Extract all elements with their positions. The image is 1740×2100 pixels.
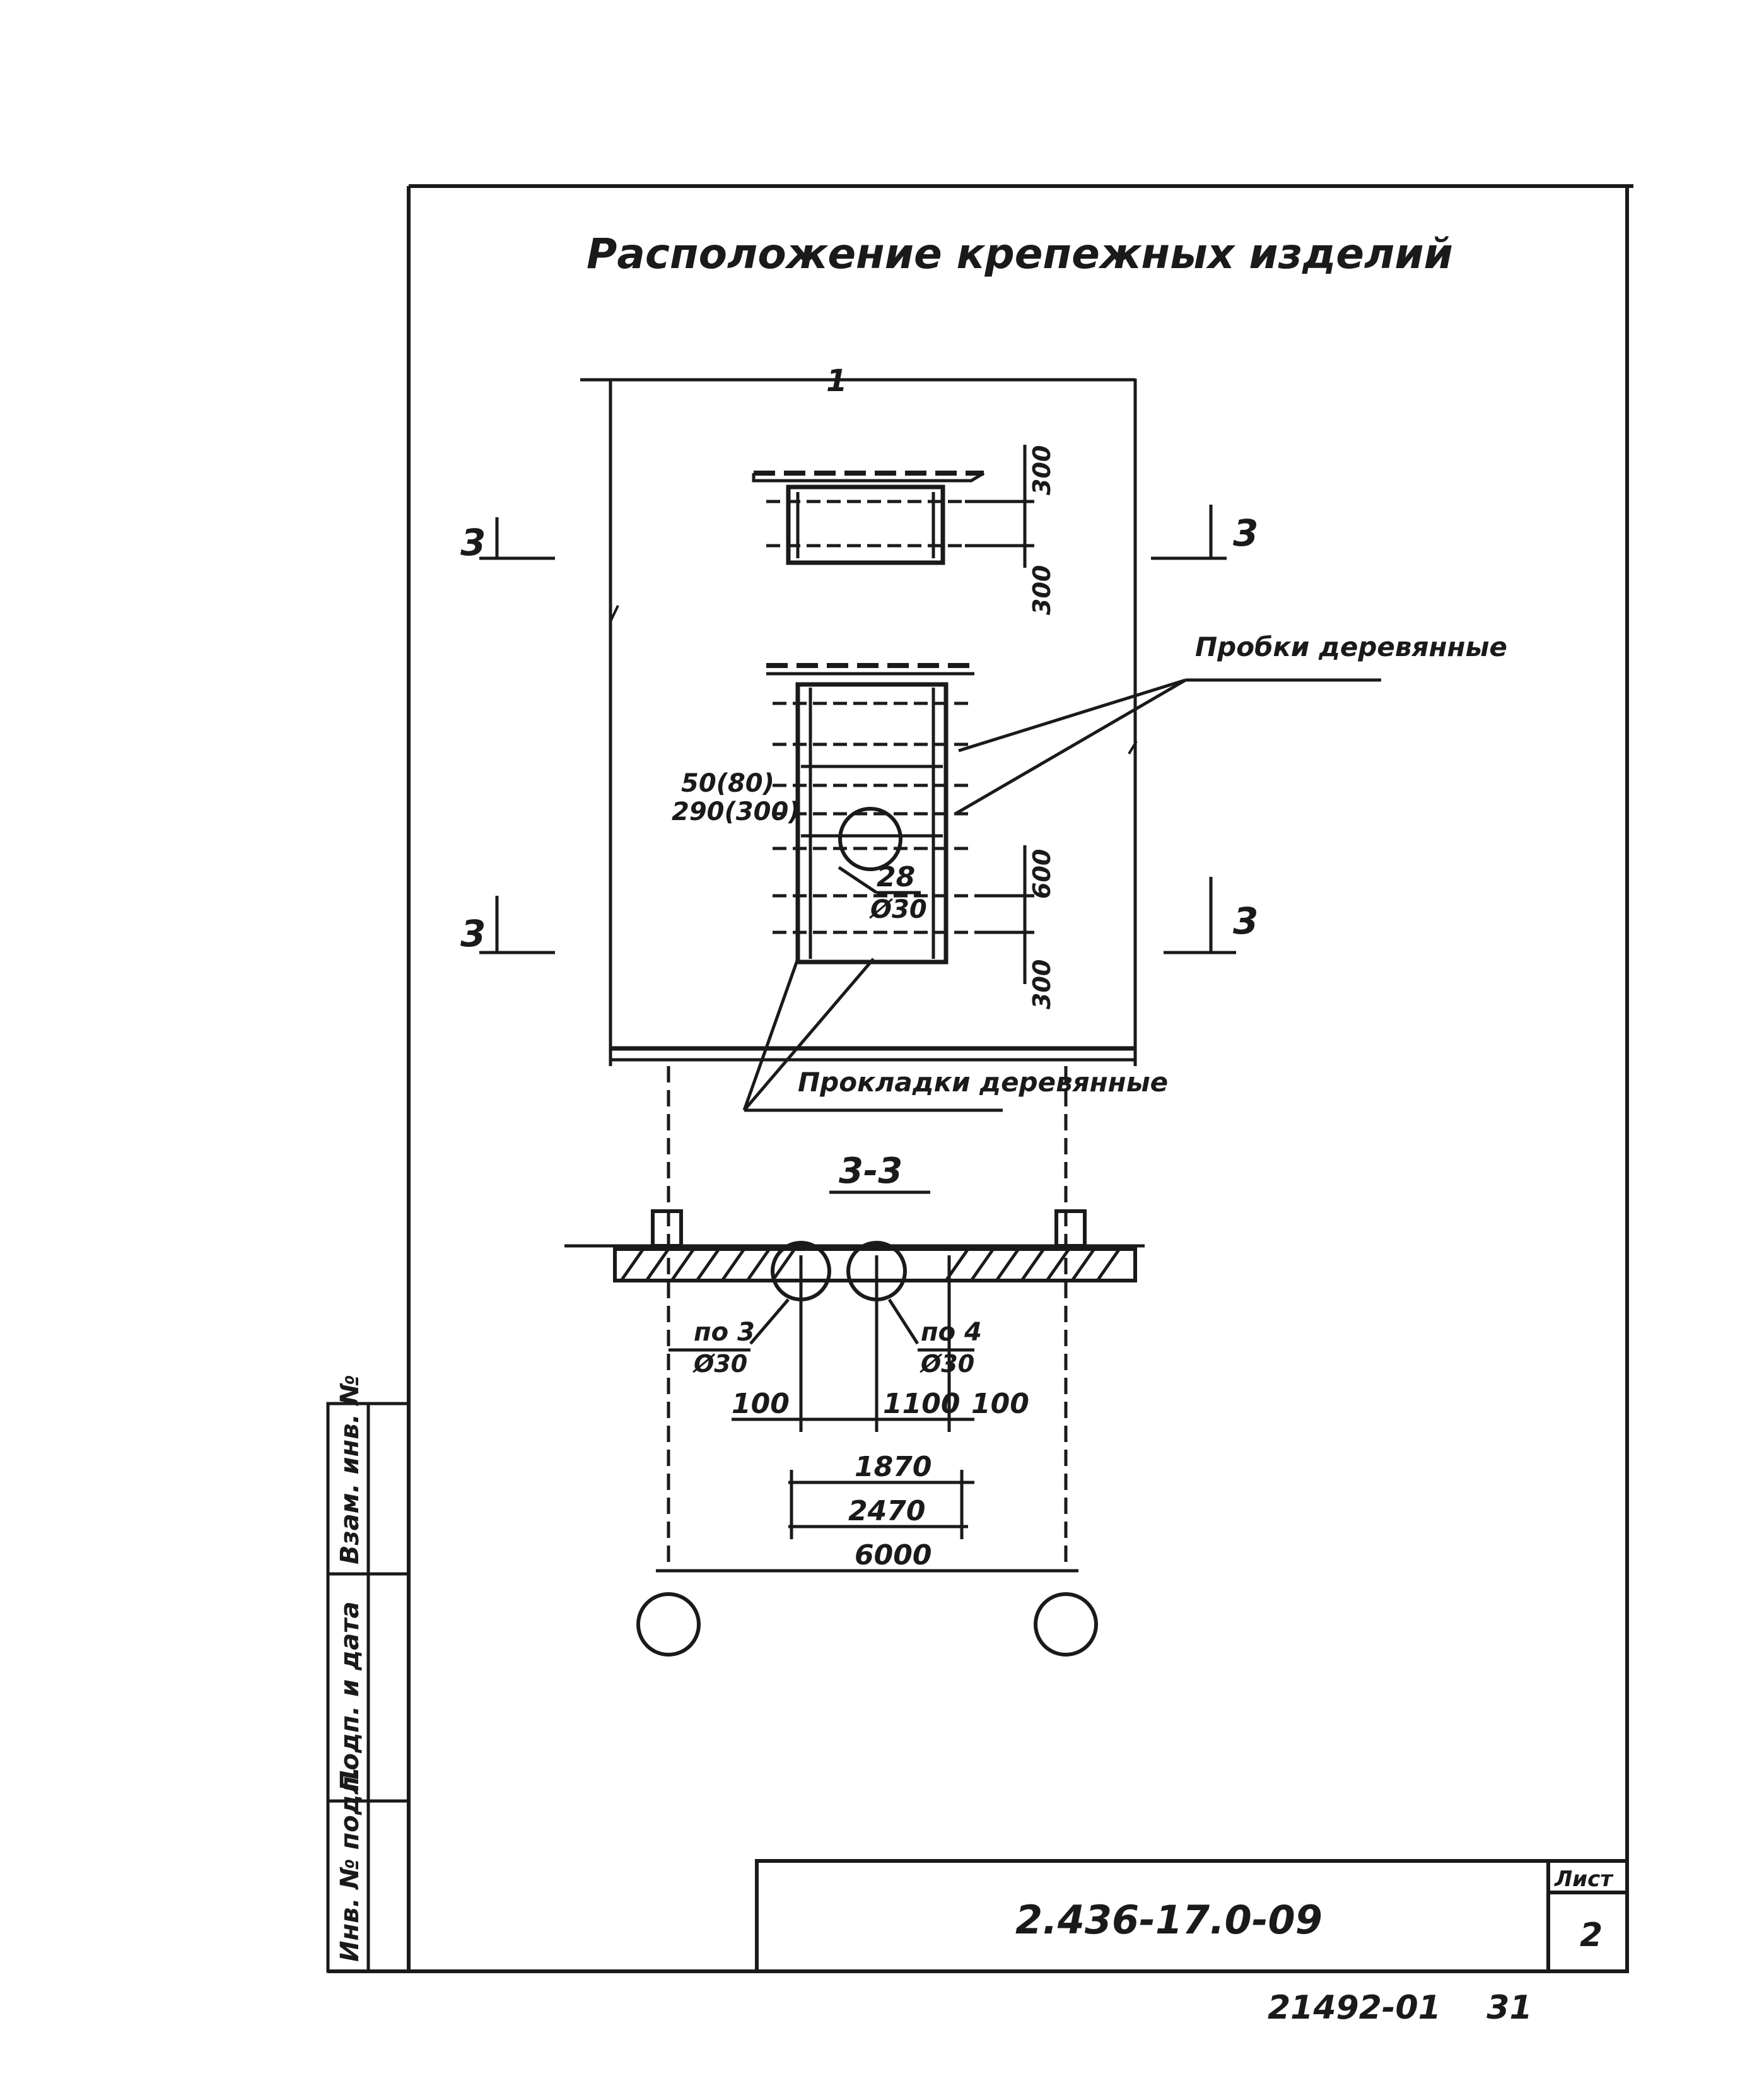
pos3-size: Ø30 [692, 1350, 747, 1378]
doc-code: 2.436-17.0-09 [1015, 1897, 1323, 1943]
label-pads: Прокладки деревянные [798, 1067, 1168, 1098]
dim-1870: 1870 [855, 1451, 931, 1483]
dim-top-b: 300 [1028, 565, 1056, 615]
dim-100-right: 100 [971, 1388, 1029, 1420]
plan-view [479, 378, 1381, 1112]
dim-right-a: 600 [1028, 849, 1056, 899]
section-mark-bl: 3 [460, 912, 486, 955]
footer-code: 21492-01 31 [1268, 1989, 1533, 2027]
section-mark-tr: 3 [1233, 512, 1258, 554]
side-stamp-repl: Взам. инв. № [336, 1375, 365, 1564]
dim-right-b: 300 [1028, 959, 1056, 1009]
side-stamp-inv: Инв. № подл. [336, 1766, 365, 1962]
section-mark-tl: 3 [460, 521, 486, 564]
sheet-number: 2 [1580, 1916, 1603, 1954]
drawing-title: Расположение крепежных изделий [587, 230, 1453, 278]
pos4-label: по 4 [921, 1318, 982, 1347]
pos4-size: Ø30 [920, 1350, 974, 1378]
dim-1100: 1100 [883, 1388, 960, 1420]
pos3-label: по 3 [694, 1318, 755, 1347]
section-view [564, 1066, 1145, 1657]
dim-top-a: 300 [1028, 445, 1056, 495]
side-stamp [326, 1402, 411, 1973]
section-title: 3-3 [839, 1151, 902, 1192]
title-block [755, 1859, 1629, 1973]
dim-mid-b: 290(300) [672, 797, 800, 826]
pos-size: Ø30 [869, 895, 927, 924]
axis-mark-top: 1 [826, 363, 847, 399]
sheet-label: Лист [1554, 1867, 1614, 1892]
dim-2470: 2470 [848, 1495, 925, 1527]
section-mark-br: 3 [1233, 900, 1258, 942]
dim-mid-a: 50(80) [681, 769, 774, 798]
dim-100-left: 100 [732, 1388, 790, 1420]
pos-number: 28 [877, 861, 915, 893]
label-plugs: Пробки деревянные [1195, 631, 1507, 662]
side-stamp-sign: Подп. и дата [336, 1602, 365, 1792]
dim-6000: 6000 [855, 1539, 931, 1571]
